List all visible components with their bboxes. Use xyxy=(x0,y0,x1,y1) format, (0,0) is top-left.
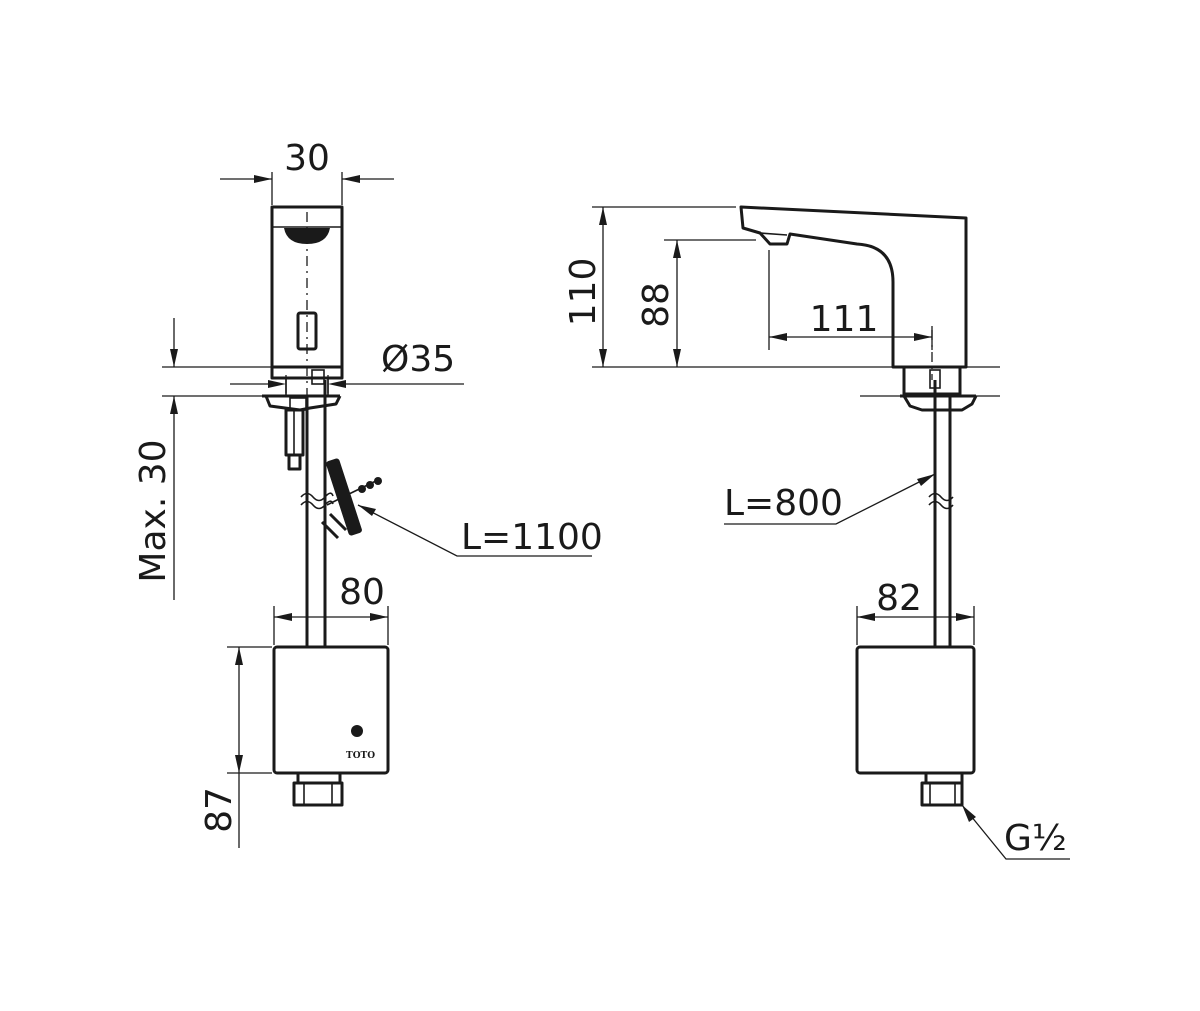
side-mounting-washer xyxy=(900,394,978,412)
brand-logo: TOTO xyxy=(346,751,375,761)
front-mounting-washer xyxy=(262,394,342,412)
dim-spout-height: 88 xyxy=(636,282,677,328)
side-dimensions: 110 88 111 L=800 82 G½ xyxy=(563,206,1070,860)
dim-box-width-side: 82 xyxy=(876,578,922,619)
front-cable-connector xyxy=(326,458,362,536)
dim-hose-length-front: L=1100 xyxy=(461,517,603,558)
dim-hole-diameter: Ø35 xyxy=(381,339,455,380)
dim-spout-reach: 111 xyxy=(810,299,879,340)
side-faucet-spout xyxy=(739,205,968,369)
dim-box-height: 87 xyxy=(199,787,240,833)
dim-connection-thread: G½ xyxy=(1004,818,1067,859)
dim-total-height: 110 xyxy=(563,258,604,327)
dim-max-thickness: Max. 30 xyxy=(133,439,174,582)
dim-body-width: 30 xyxy=(284,138,330,179)
dim-hose-length-side: L=800 xyxy=(724,483,843,524)
front-status-led xyxy=(351,725,363,737)
dim-box-width-front: 80 xyxy=(339,572,385,613)
side-control-box xyxy=(855,645,976,775)
side-view xyxy=(739,205,978,807)
front-dimensions: 30 Ø35 Max. 30 L=1100 80 xyxy=(133,138,603,848)
front-view: TOTO xyxy=(262,205,390,807)
